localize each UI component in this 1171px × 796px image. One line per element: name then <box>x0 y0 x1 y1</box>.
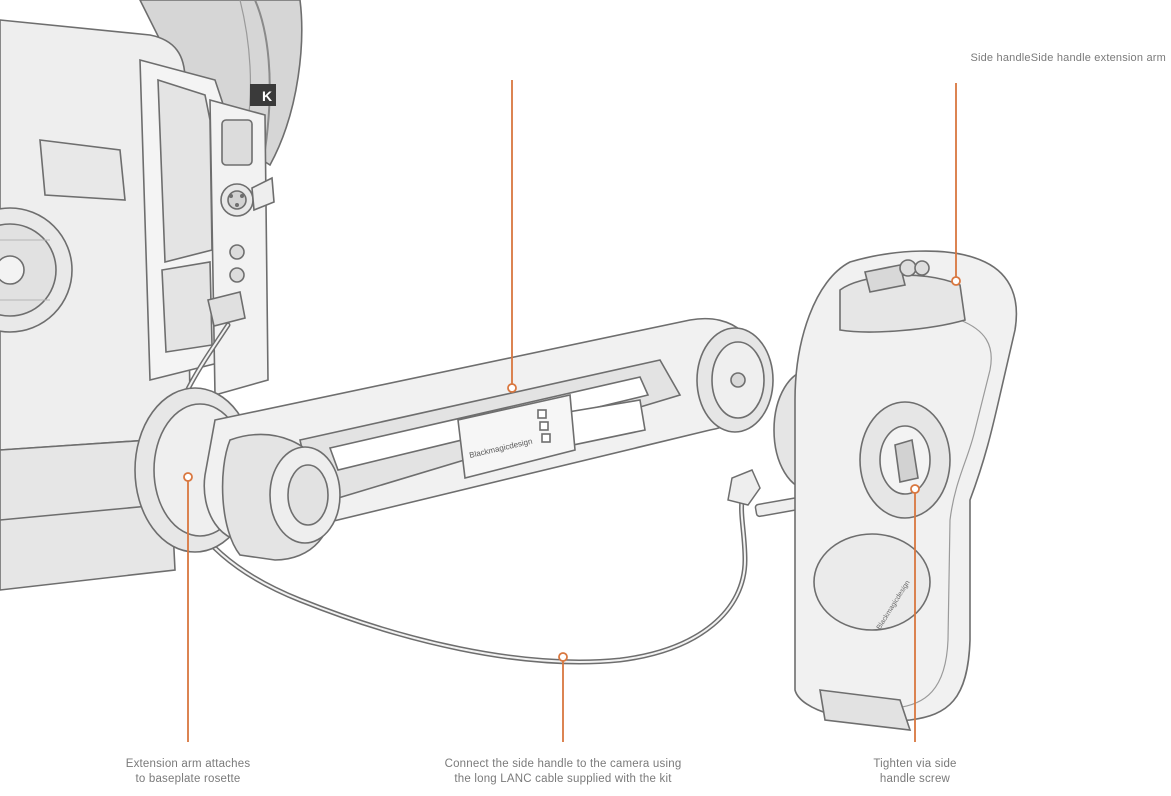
callout-arm-attach: Extension arm attaches to baseplate rose… <box>88 757 288 787</box>
callout-side-handle: Side handleSide handle extension arm <box>970 52 1166 64</box>
callout-cable: Connect the side handle to the camera us… <box>403 757 723 787</box>
side-handle <box>773 250 1018 731</box>
leader-arm-top-dot <box>507 383 517 393</box>
callout-arm-attach-line2: to baseplate rosette <box>135 773 241 785</box>
callout-cable-line1: Connect the side handle to the camera us… <box>444 758 682 770</box>
extension-arm <box>134 317 774 561</box>
leader-cable-dot <box>558 652 568 662</box>
leader-side-handle-dot <box>951 276 961 286</box>
leader-screw-dot <box>910 484 920 494</box>
camera-badge-label: K <box>262 88 272 104</box>
callout-cable-line2: the long LANC cable supplied with the ki… <box>454 773 672 785</box>
callout-screw-line1: Tighten via side <box>873 758 957 770</box>
camera-body <box>0 0 303 591</box>
lanc-jack <box>727 469 816 518</box>
callout-screw: Tighten via side handle screw <box>835 757 995 787</box>
leader-arm-attach-dot <box>183 472 193 482</box>
callout-arm-attach-line1: Extension arm attaches <box>125 758 251 770</box>
callout-screw-line2: handle screw <box>879 773 951 785</box>
leader-lines <box>183 80 961 742</box>
